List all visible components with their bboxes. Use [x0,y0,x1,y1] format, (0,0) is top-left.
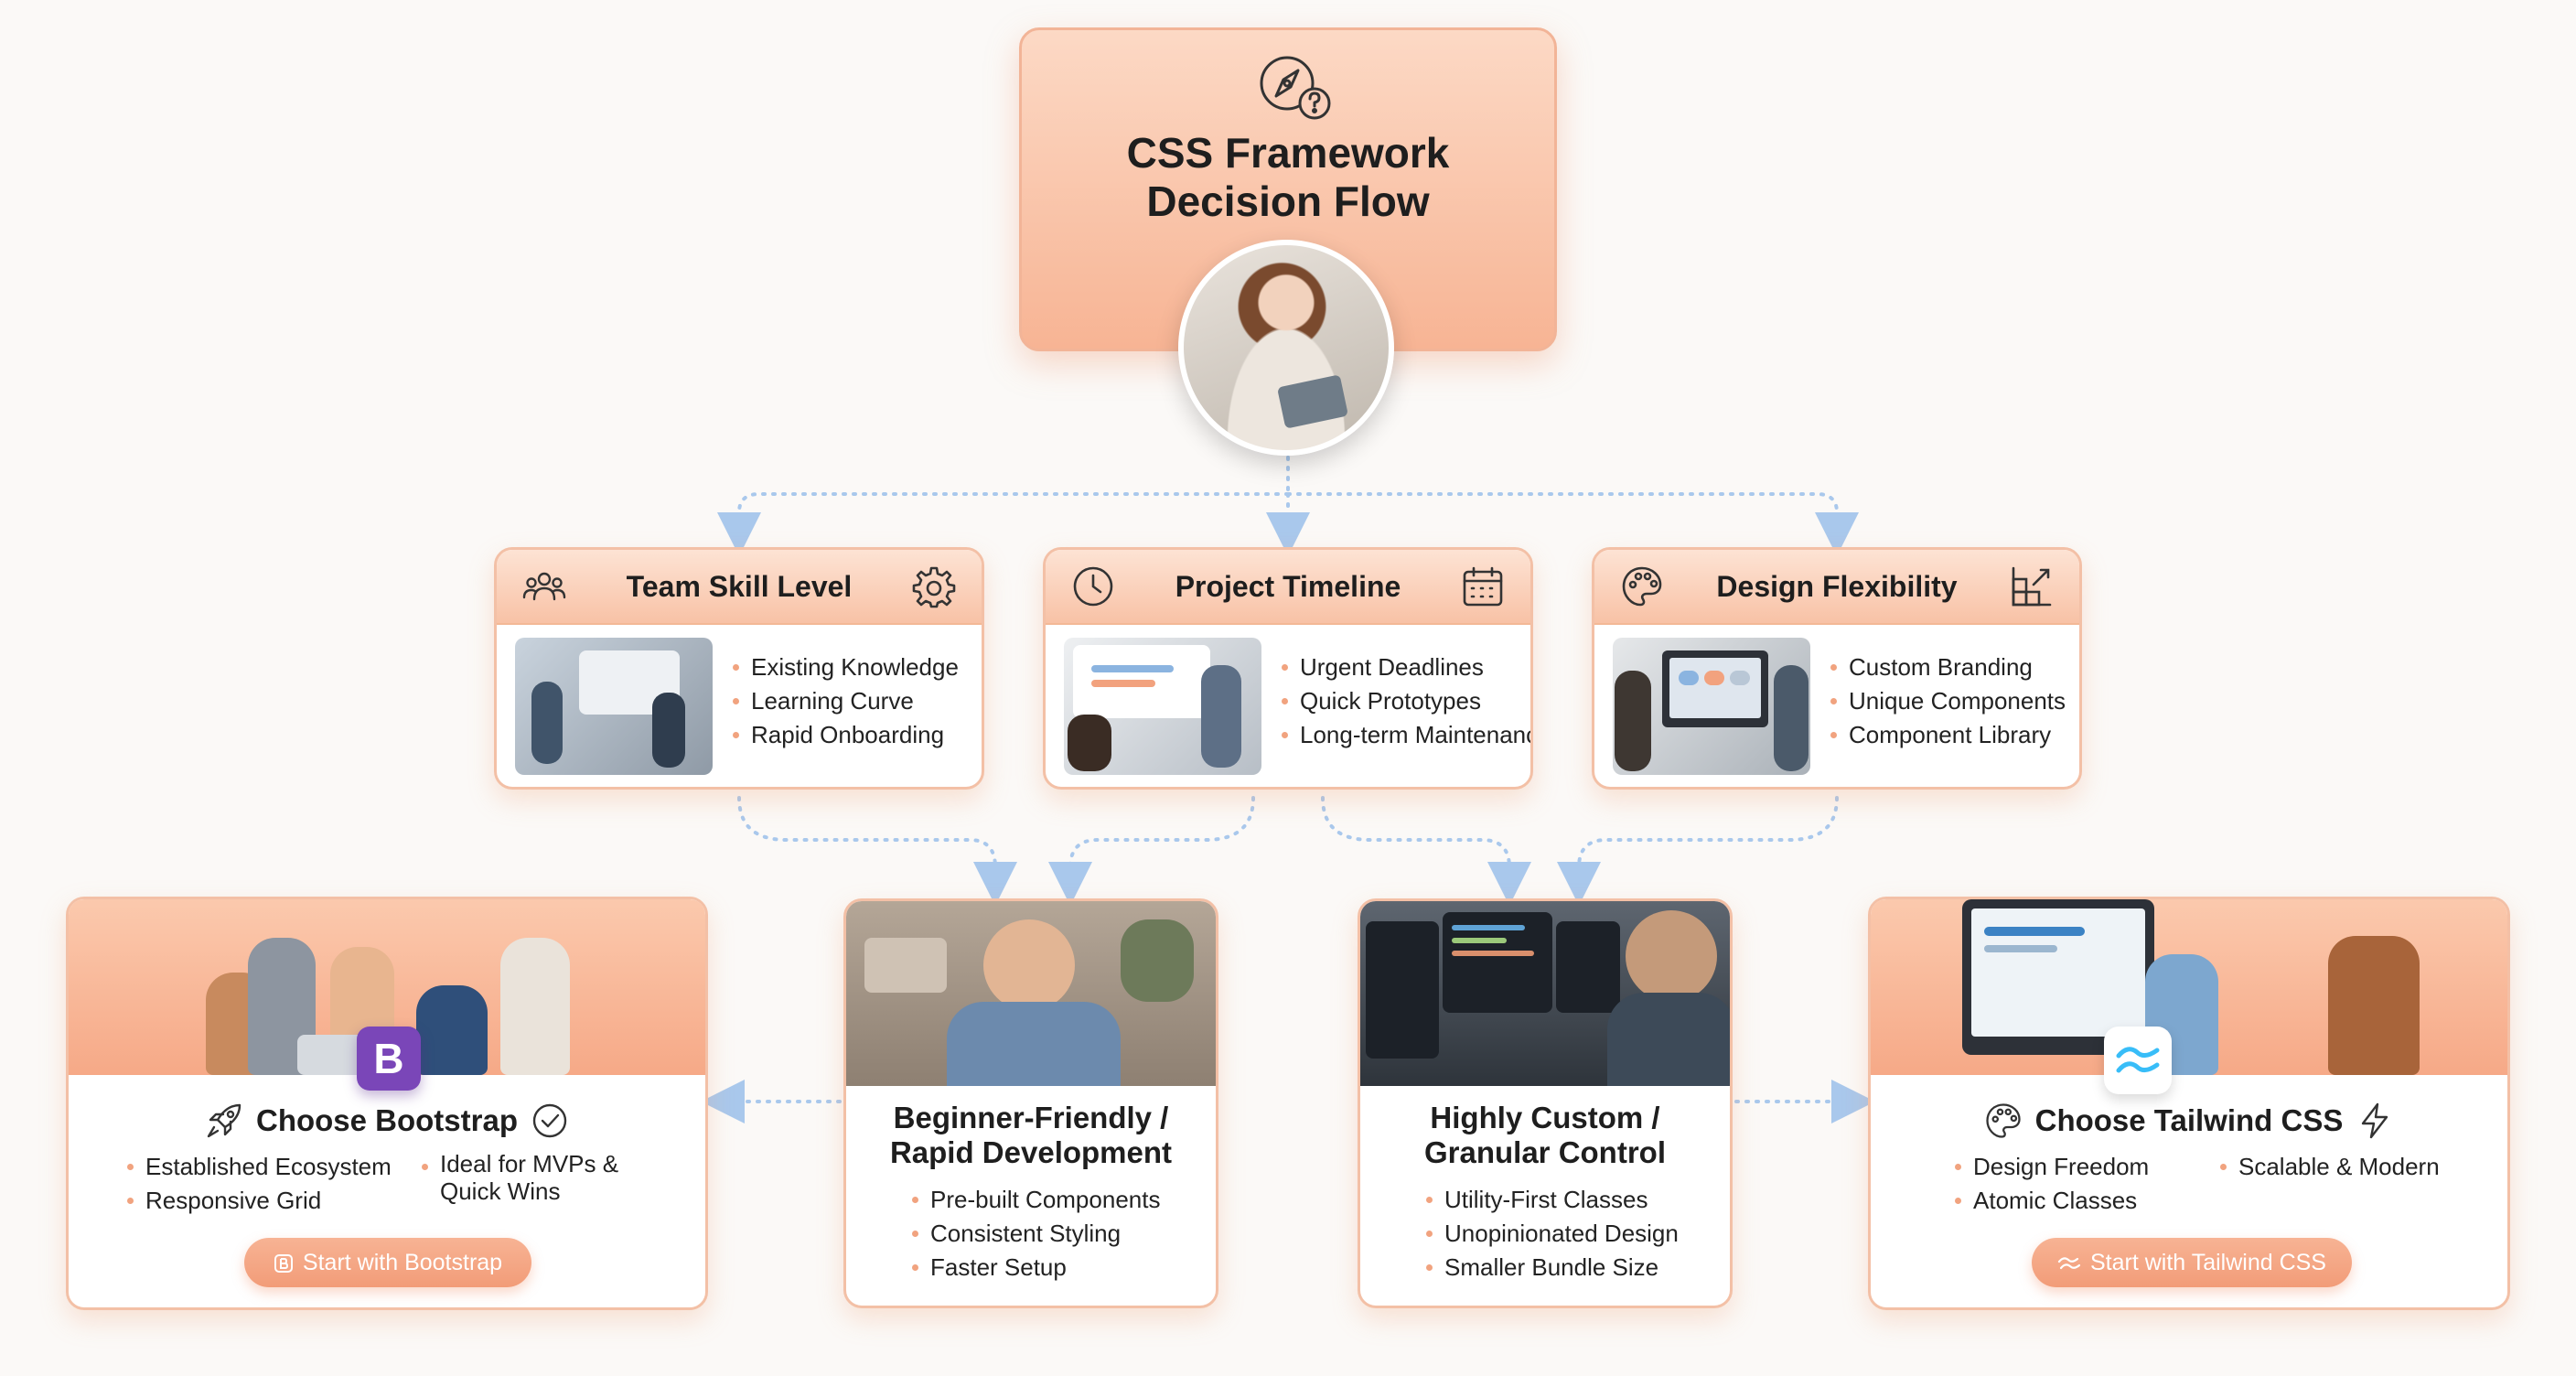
outcome-title-row: Choose Tailwind CSS [1871,1101,2507,1141]
outcome-item: Ideal for MVPs & Quick Wins [420,1150,618,1205]
root-title-line-1: CSS Framework [1126,129,1450,177]
clock-icon [1073,566,1113,607]
criteria-item: Existing Knowledge [731,650,959,684]
root-title-line-2: Decision Flow [1146,177,1430,225]
criteria-card-project-timeline: Project Timeline Urgent Deadlines Quick … [1043,547,1533,790]
connector-flex-to-custom [1557,796,1839,906]
button-label: Start with Bootstrap [302,1250,503,1275]
criteria-item: Quick Prototypes [1280,684,1530,718]
outcome-list-col2: Scalable & Modern [2218,1150,2440,1184]
team-people-icon [522,572,566,601]
criteria-list: Urgent Deadlines Quick Prototypes Long-t… [1280,650,1530,752]
connector-root-right [1286,492,1859,556]
criteria-item: Custom Branding [1829,650,2066,684]
criteria-item: Component Library [1829,718,2066,752]
path-title-line-1: Beginner-Friendly / [893,1101,1169,1134]
criteria-card-design-flexibility: Design Flexibility Custom Branding Uniqu… [1592,547,2082,790]
criteria-item: Learning Curve [731,684,959,718]
path-item: Utility-First Classes [1424,1183,1679,1217]
outcome-item-line: Ideal for MVPs & [440,1150,619,1177]
compass-question-icon [1260,56,1331,120]
path-card-highly-custom: Highly Custom / Granular Control Utility… [1358,898,1733,1308]
tailwind-small-icon [2057,1257,2081,1270]
connector-timeline-to-beginner [1048,796,1255,906]
path-card-beginner-friendly: Beginner-Friendly / Rapid Development Pr… [843,898,1218,1308]
team-meeting-photo [515,638,713,775]
developer-thumbs-up-photo [846,901,1216,1086]
criteria-item: Unique Components [1829,684,2066,718]
tailwind-logo-icon [2104,1027,2172,1094]
outcome-list-col2: Ideal for MVPs & Quick Wins [420,1150,618,1205]
check-circle-icon [532,1103,567,1138]
path-title: Beginner-Friendly / Rapid Development [846,1101,1216,1170]
calendar-icon [1463,566,1503,607]
bootstrap-small-icon [274,1254,293,1274]
outcome-list-col1: Established Ecosystem Responsive Grid [125,1150,392,1218]
lightning-icon [2362,1102,2388,1139]
outcome-title: Choose Tailwind CSS [2034,1103,2344,1137]
button-label: Start with Tailwind CSS [2090,1250,2326,1275]
layout-grid-icon [2012,566,2052,607]
path-item: Pre-built Components [910,1183,1160,1217]
start-bootstrap-button[interactable]: Start with Bootstrap [244,1238,531,1287]
criteria-header: Project Timeline [1046,550,1530,625]
rocket-icon [207,1103,242,1138]
outcome-item: Atomic Classes [1953,1184,2149,1218]
whiteboard-planning-photo [1064,638,1261,775]
palette-icon [1622,566,1662,607]
gear-icon [912,566,956,608]
outcome-item: Responsive Grid [125,1184,392,1218]
criteria-card-team-skill: Team Skill Level Existing Knowledge Lear… [494,547,984,790]
developer-coding-photo [1360,901,1730,1086]
tablet-icon [1276,374,1349,429]
path-title-line-1: Highly Custom / [1430,1101,1660,1134]
criteria-list: Existing Knowledge Learning Curve Rapid … [731,650,959,752]
criteria-title: Team Skill Level [626,570,853,603]
path-title: Highly Custom / Granular Control [1360,1101,1730,1170]
criteria-item: Long-term Maintenance [1280,718,1530,752]
criteria-list: Custom Branding Unique Components Compon… [1829,650,2066,752]
path-item: Unopinionated Design [1424,1217,1679,1251]
outcome-title: Choose Bootstrap [255,1103,518,1137]
outcome-card-tailwind: Choose Tailwind CSS Design Freedom Atomi… [1868,897,2510,1310]
criteria-title: Design Flexibility [1716,570,1958,603]
path-item: Consistent Styling [910,1217,1160,1251]
criteria-header: Design Flexibility [1594,550,2079,625]
criteria-title: Project Timeline [1175,570,1401,603]
path-item: Smaller Bundle Size [1424,1251,1679,1285]
criteria-item: Urgent Deadlines [1280,650,1530,684]
path-list: Pre-built Components Consistent Styling … [910,1183,1160,1285]
connector-root-left [717,492,1290,556]
bootstrap-logo-icon: B [357,1027,421,1091]
connector-timeline-to-custom [1321,796,1531,906]
path-item: Faster Setup [910,1251,1160,1285]
outcome-item: Scalable & Modern [2218,1150,2440,1184]
criteria-header: Team Skill Level [497,550,982,625]
path-title-line-2: Granular Control [1423,1135,1667,1169]
outcome-item-line: Quick Wins [440,1177,561,1205]
path-title-line-2: Rapid Development [889,1135,1173,1169]
outcome-item: Established Ecosystem [125,1150,392,1184]
palette-icon [1985,1103,2021,1138]
start-tailwind-button[interactable]: Start with Tailwind CSS [2032,1238,2352,1287]
design-review-photo [1613,638,1810,775]
root-avatar-photo [1178,240,1394,456]
outcome-title-row: Choose Bootstrap [69,1101,705,1141]
outcome-item: Design Freedom [1953,1150,2149,1184]
outcome-card-bootstrap: Choose Bootstrap Established Ecosystem R… [66,897,708,1310]
team-high-five-photo [1871,899,2507,1075]
connector-skill-to-beginner [737,796,1017,906]
path-list: Utility-First Classes Unopinionated Desi… [1424,1183,1679,1285]
criteria-item: Rapid Onboarding [731,718,959,752]
root-title: CSS Framework Decision Flow [1022,129,1554,226]
outcome-list-col1: Design Freedom Atomic Classes [1953,1150,2149,1218]
